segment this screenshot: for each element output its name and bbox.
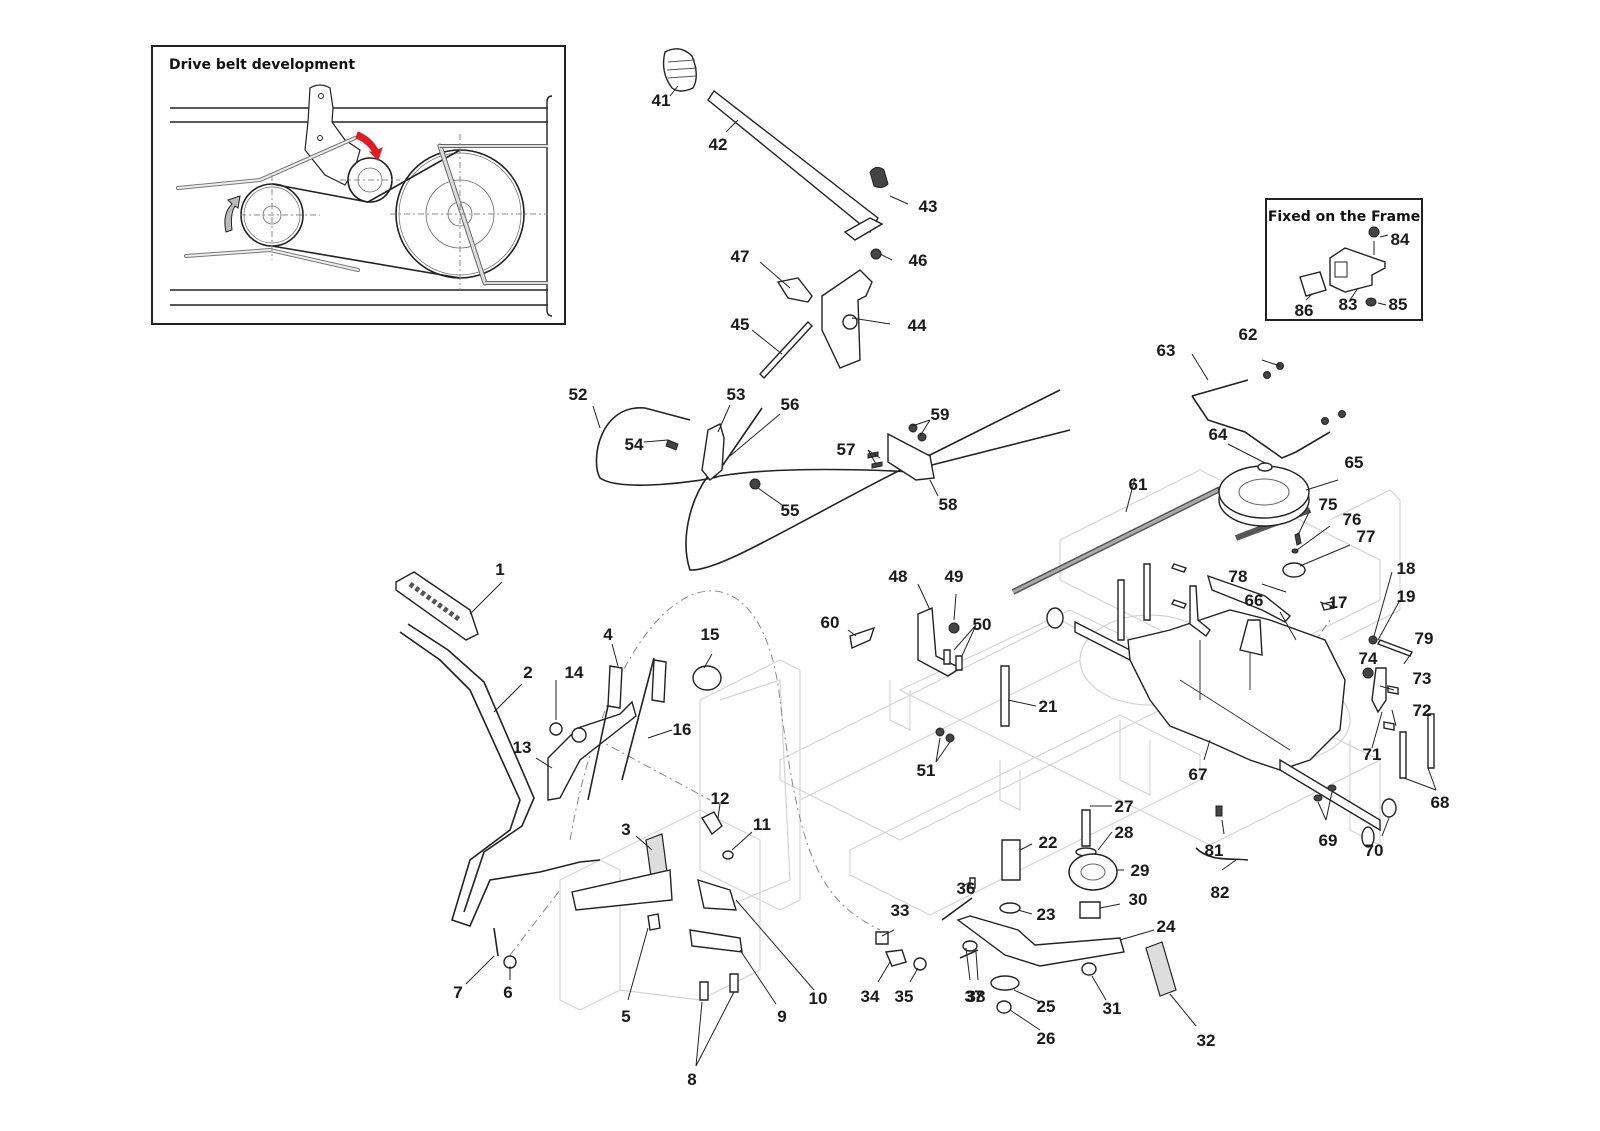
frame-inset-title: Fixed on the Frame bbox=[1268, 209, 1420, 225]
part-label-62: 62 bbox=[1239, 325, 1258, 344]
part-label-57: 57 bbox=[837, 440, 856, 459]
part-label-77: 77 bbox=[1357, 527, 1376, 546]
shift-lever-assembly bbox=[662, 48, 889, 380]
part-label-3: 3 bbox=[621, 820, 630, 839]
part-label-84: 84 bbox=[1391, 230, 1410, 249]
part-label-56: 56 bbox=[781, 395, 800, 414]
transaxle-assembly bbox=[1046, 532, 1435, 861]
part-label-65: 65 bbox=[1345, 453, 1364, 472]
part-label-78: 78 bbox=[1229, 567, 1248, 586]
part-label-26: 26 bbox=[1037, 1029, 1056, 1048]
part-label-29: 29 bbox=[1131, 861, 1150, 880]
part-label-14: 14 bbox=[565, 663, 584, 682]
part-label-75: 75 bbox=[1319, 495, 1338, 514]
part-label-63: 63 bbox=[1157, 341, 1176, 360]
part-label-48: 48 bbox=[889, 567, 908, 586]
part-label-52: 52 bbox=[569, 385, 588, 404]
part-label-18: 18 bbox=[1397, 559, 1416, 578]
part-label-64: 64 bbox=[1209, 425, 1228, 444]
part-label-53: 53 bbox=[727, 385, 746, 404]
part-label-47: 47 bbox=[731, 247, 750, 266]
part-label-36: 36 bbox=[957, 879, 976, 898]
assembly-path-line bbox=[509, 889, 561, 956]
part-label-21: 21 bbox=[1039, 697, 1058, 716]
part-label-34: 34 bbox=[861, 987, 880, 1006]
part-label-59: 59 bbox=[931, 405, 950, 424]
part-label-69: 69 bbox=[1319, 831, 1338, 850]
part-label-82: 82 bbox=[1211, 883, 1230, 902]
part-label-51: 51 bbox=[917, 761, 936, 780]
part-label-33: 33 bbox=[891, 901, 910, 920]
part-label-32: 32 bbox=[1197, 1031, 1216, 1050]
part-label-58: 58 bbox=[939, 495, 958, 514]
part-label-44: 44 bbox=[908, 316, 927, 335]
assembly-path-line bbox=[569, 590, 881, 931]
part-label-71: 71 bbox=[1363, 745, 1382, 764]
part-label-22: 22 bbox=[1039, 833, 1058, 852]
part-label-5: 5 bbox=[621, 1007, 630, 1026]
part-label-45: 45 bbox=[731, 315, 750, 334]
part-label-27: 27 bbox=[1115, 797, 1134, 816]
frame-fixing-inset: Fixed on the Frame bbox=[1265, 198, 1423, 321]
part-label-38: 38 bbox=[967, 987, 986, 1006]
part-label-81: 81 bbox=[1205, 841, 1224, 860]
part-label-13: 13 bbox=[513, 738, 532, 757]
part-label-68: 68 bbox=[1431, 793, 1450, 812]
part-label-30: 30 bbox=[1129, 890, 1148, 909]
part-labels: 1234567891011121314151617181921222324252… bbox=[453, 91, 1449, 1089]
part-label-76: 76 bbox=[1343, 510, 1362, 529]
part-label-10: 10 bbox=[809, 989, 828, 1008]
part-label-1: 1 bbox=[495, 560, 504, 579]
part-label-67: 67 bbox=[1189, 765, 1208, 784]
part-label-15: 15 bbox=[701, 625, 720, 644]
part-label-70: 70 bbox=[1365, 841, 1384, 860]
tensioner-assembly bbox=[849, 606, 1177, 1014]
part-label-8: 8 bbox=[687, 1070, 696, 1089]
part-label-37: 37 bbox=[965, 987, 984, 1006]
part-label-41: 41 bbox=[652, 91, 671, 110]
part-label-4: 4 bbox=[603, 625, 613, 644]
part-label-19: 19 bbox=[1397, 587, 1416, 606]
pedal-assembly bbox=[395, 571, 743, 1001]
part-label-50: 50 bbox=[973, 615, 992, 634]
part-label-16: 16 bbox=[673, 720, 692, 739]
part-label-6: 6 bbox=[503, 983, 512, 1002]
part-label-73: 73 bbox=[1413, 669, 1432, 688]
part-label-42: 42 bbox=[709, 135, 728, 154]
part-label-24: 24 bbox=[1157, 917, 1176, 936]
drive-belt-inset-title: Drive belt development bbox=[169, 57, 355, 73]
part-label-12: 12 bbox=[711, 789, 730, 808]
part-label-72: 72 bbox=[1413, 701, 1432, 720]
part-label-46: 46 bbox=[909, 251, 928, 270]
part-label-43: 43 bbox=[919, 197, 938, 216]
part-label-25: 25 bbox=[1037, 997, 1056, 1016]
part-label-86: 86 bbox=[1295, 301, 1314, 320]
part-label-17: 17 bbox=[1329, 593, 1348, 612]
part-label-60: 60 bbox=[821, 613, 840, 632]
part-label-61: 61 bbox=[1129, 475, 1148, 494]
part-label-55: 55 bbox=[781, 501, 800, 520]
part-label-54: 54 bbox=[625, 435, 644, 454]
drive-belt-inset: Drive belt development bbox=[151, 45, 566, 325]
rotation-arrow-icon bbox=[224, 195, 241, 233]
part-label-66: 66 bbox=[1245, 591, 1264, 610]
part-label-7: 7 bbox=[453, 983, 462, 1002]
part-label-9: 9 bbox=[777, 1007, 786, 1026]
part-label-49: 49 bbox=[945, 567, 964, 586]
belt-pulley-assembly bbox=[1011, 362, 1346, 595]
part-label-28: 28 bbox=[1115, 823, 1134, 842]
part-label-85: 85 bbox=[1389, 295, 1408, 314]
tension-arrow-icon bbox=[355, 131, 383, 161]
part-label-35: 35 bbox=[895, 987, 914, 1006]
part-label-79: 79 bbox=[1415, 629, 1434, 648]
part-label-11: 11 bbox=[753, 815, 771, 834]
part-label-23: 23 bbox=[1037, 905, 1056, 924]
cable-assembly bbox=[595, 389, 1071, 571]
part-label-74: 74 bbox=[1359, 649, 1378, 668]
part-label-83: 83 bbox=[1339, 295, 1358, 314]
part-label-2: 2 bbox=[523, 663, 532, 682]
part-label-31: 31 bbox=[1103, 999, 1122, 1018]
leader-lines bbox=[465, 85, 1437, 1067]
